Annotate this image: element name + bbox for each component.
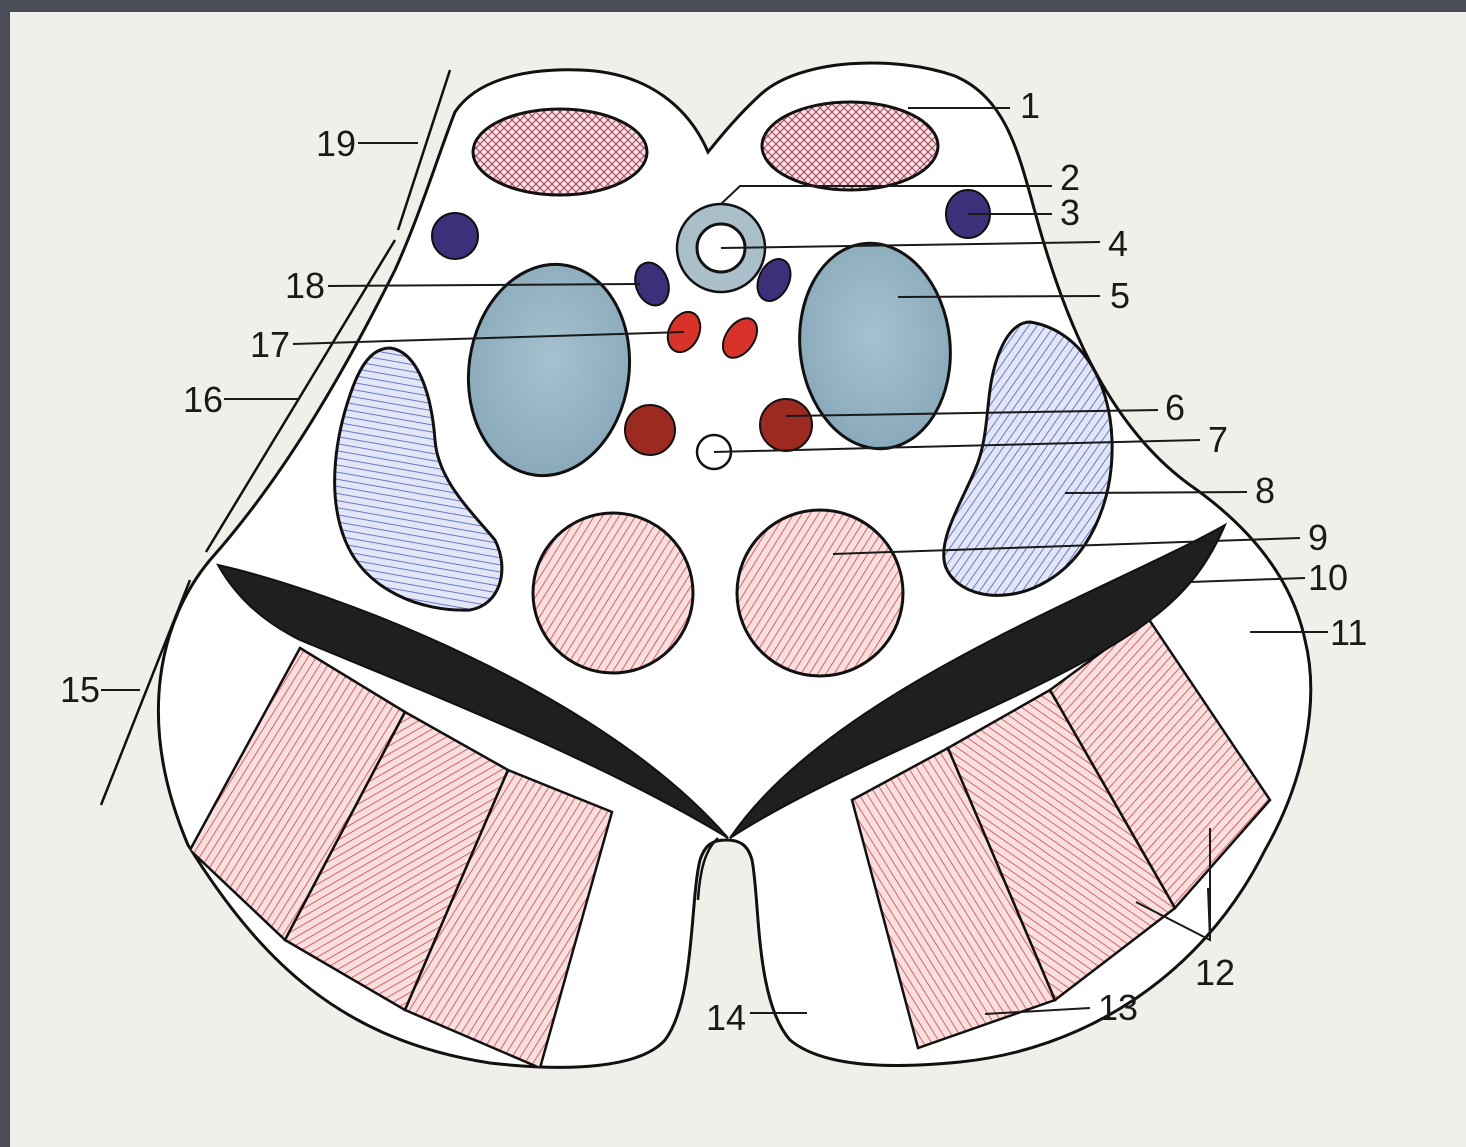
label-10: 10 bbox=[1308, 557, 1348, 598]
label-1: 1 bbox=[1020, 85, 1040, 126]
label-6: 6 bbox=[1165, 387, 1185, 428]
structure-9-right bbox=[737, 510, 903, 676]
label-8: 8 bbox=[1255, 470, 1275, 511]
structure-9-left bbox=[533, 513, 693, 673]
structure-1-left bbox=[473, 109, 647, 195]
label-17: 17 bbox=[250, 324, 290, 365]
label-15: 15 bbox=[60, 669, 100, 710]
structure-3-left bbox=[432, 213, 478, 259]
label-3: 3 bbox=[1060, 192, 1080, 233]
label-14: 14 bbox=[706, 997, 746, 1038]
label-18: 18 bbox=[285, 265, 325, 306]
structure-6-left bbox=[625, 405, 675, 455]
structure-1-right bbox=[762, 102, 938, 190]
label-4: 4 bbox=[1108, 223, 1128, 264]
label-19: 19 bbox=[316, 123, 356, 164]
label-16: 16 bbox=[183, 379, 223, 420]
label-11: 11 bbox=[1330, 612, 1367, 653]
label-12: 12 bbox=[1195, 952, 1235, 993]
label-13: 13 bbox=[1098, 987, 1138, 1028]
label-5: 5 bbox=[1110, 275, 1130, 316]
structure-6-right bbox=[760, 399, 812, 451]
label-9: 9 bbox=[1308, 517, 1328, 558]
label-7: 7 bbox=[1208, 419, 1228, 460]
